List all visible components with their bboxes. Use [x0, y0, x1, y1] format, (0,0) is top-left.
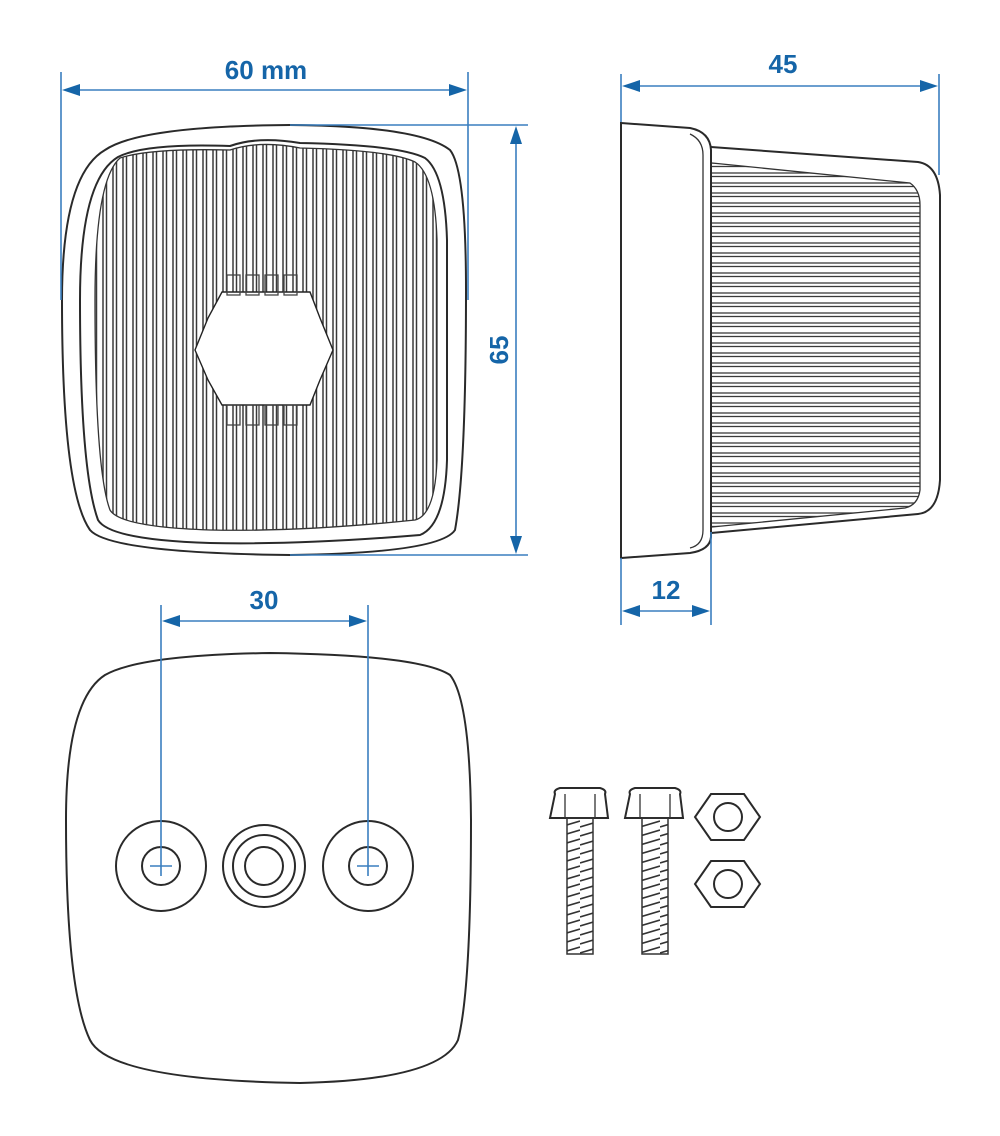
mounting-hardware	[548, 787, 762, 955]
bolt-icon	[623, 787, 685, 955]
cable-grommet	[222, 824, 306, 908]
dimension-hole-spacing-30: 30	[160, 585, 369, 876]
back-view-mounting	[64, 651, 473, 1085]
bolt-icon	[548, 787, 610, 955]
front-view-lens	[60, 123, 468, 557]
side-view	[620, 121, 941, 560]
dimension-depth-45: 45	[620, 49, 940, 175]
dim-label-depth: 45	[769, 49, 798, 79]
hex-nut-icon	[693, 793, 762, 841]
dimension-height-65: 65	[290, 124, 528, 556]
dimension-width-60mm: 60 mm	[60, 55, 469, 300]
dim-label-width: 60 mm	[225, 55, 307, 85]
dim-label-height: 65	[484, 336, 514, 365]
dim-label-hole-spacing: 30	[250, 585, 279, 615]
dimension-base-12: 12	[620, 532, 712, 625]
hex-center-window	[194, 291, 334, 406]
hex-nut-icon	[693, 860, 762, 908]
dim-label-base: 12	[652, 575, 681, 605]
